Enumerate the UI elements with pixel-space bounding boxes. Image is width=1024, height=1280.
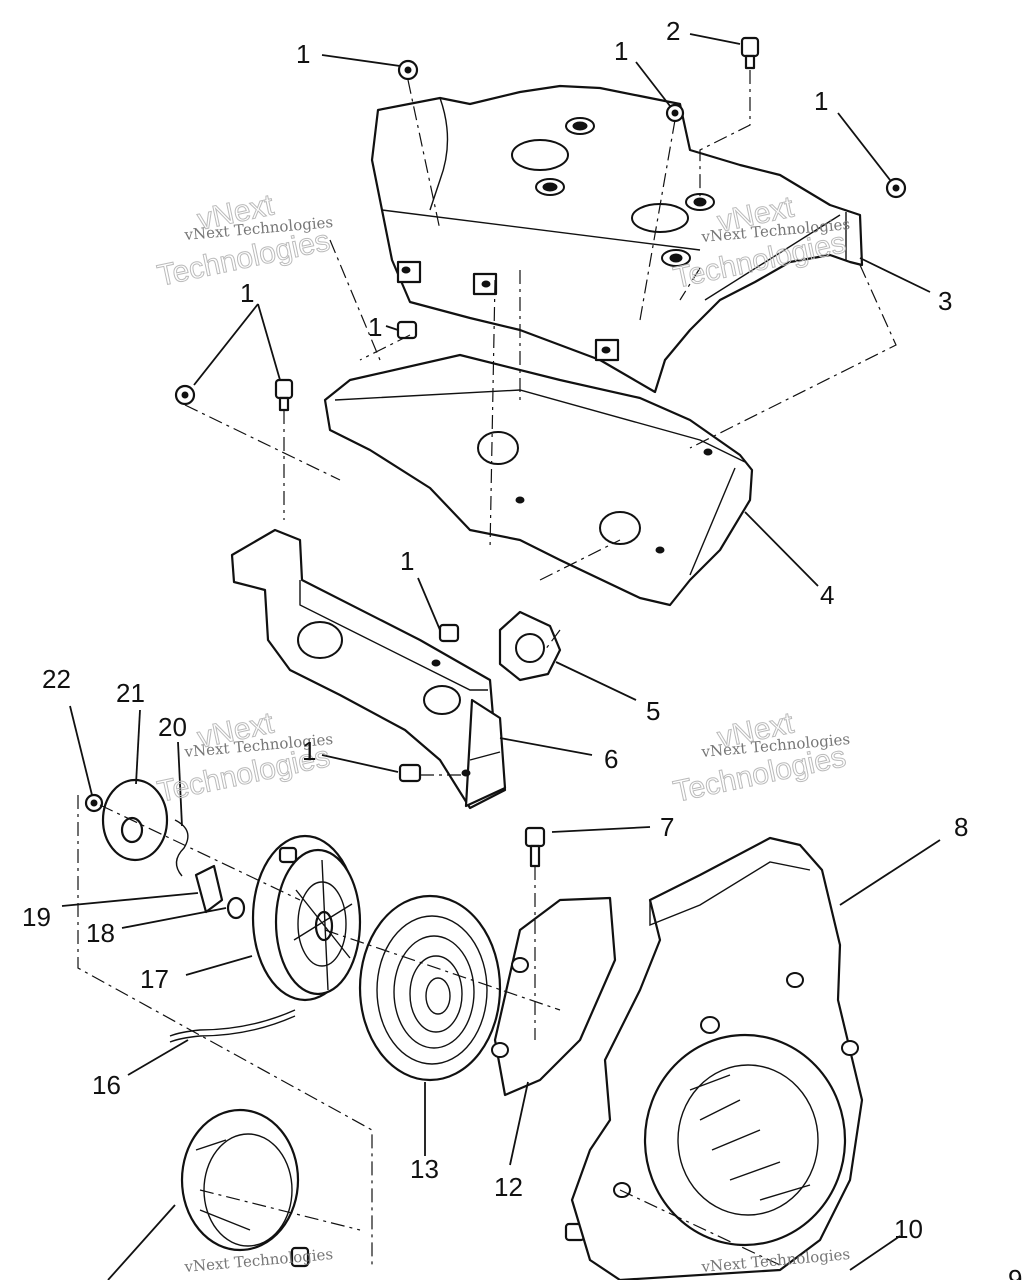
callout-label: 21 xyxy=(116,678,145,708)
gasket-part xyxy=(498,610,562,682)
callout-label: 1 xyxy=(368,312,382,342)
callout-label: 22 xyxy=(42,664,71,694)
watermark-text: vNext Technologies xyxy=(183,1245,334,1276)
callout-label: 6 xyxy=(604,744,618,774)
callout-labels: 1 1 2 1 3 1 1 4 1 5 6 1 22 21 20 7 8 19 … xyxy=(22,16,1022,1280)
recoil-starter-parts xyxy=(101,778,617,1252)
callout-label: 7 xyxy=(660,812,674,842)
callout-label: 2 xyxy=(666,16,680,46)
callout-label: 18 xyxy=(86,918,115,948)
leader-lines xyxy=(61,33,941,1280)
callout-label: 1 xyxy=(814,86,828,116)
callout-label: 20 xyxy=(158,712,187,742)
callout-label: 3 xyxy=(938,286,952,316)
callout-label: 4 xyxy=(820,580,834,610)
callout-label: 13 xyxy=(410,1154,439,1184)
callout-label: 1 xyxy=(400,546,414,576)
callout-label: 1 xyxy=(240,278,254,308)
callout-label: 9 xyxy=(1008,1264,1022,1280)
callout-label: 10 xyxy=(894,1214,923,1244)
callout-label: 16 xyxy=(92,1070,121,1100)
callout-label: 12 xyxy=(494,1172,523,1202)
callout-label: 17 xyxy=(140,964,169,994)
callout-label: 19 xyxy=(22,902,51,932)
callout-label: 5 xyxy=(646,696,660,726)
callout-label: 1 xyxy=(296,39,310,69)
front-bracket-part xyxy=(230,528,507,810)
lower-housing-part xyxy=(323,353,754,607)
callout-label: 1 xyxy=(302,736,316,766)
fan-housing-part xyxy=(570,836,864,1280)
assembly-lines xyxy=(77,70,897,1266)
callout-label: 1 xyxy=(614,36,628,66)
callout-label: 8 xyxy=(954,812,968,842)
